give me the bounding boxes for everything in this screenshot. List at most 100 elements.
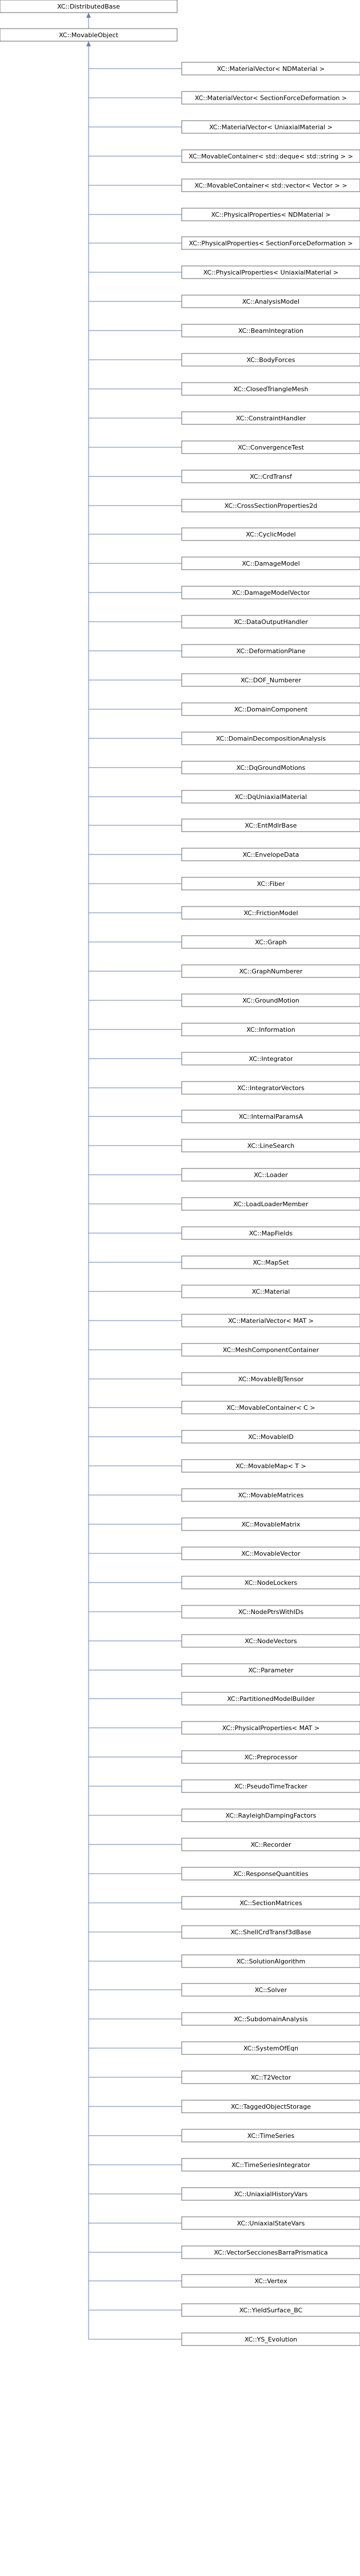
node-derived-class-label: XC::VectorSeccionesBarraPrismatica — [214, 2249, 327, 2256]
node-derived-class[interactable]: XC::MapFields — [181, 1226, 360, 1240]
node-derived-class[interactable]: XC::Solver — [181, 1983, 360, 1997]
node-derived-class[interactable]: XC::CrdTransf — [181, 470, 360, 483]
node-derived-class[interactable]: XC::BeamIntegration — [181, 324, 360, 337]
node-derived-class[interactable]: XC::Graph — [181, 935, 360, 949]
node-derived-class[interactable]: XC::IntegratorVectors — [181, 1081, 360, 1095]
node-derived-class[interactable]: XC::Recorder — [181, 1838, 360, 1851]
node-derived-class[interactable]: XC::Parameter — [181, 1663, 360, 1677]
node-derived-class[interactable]: XC::ConvergenceTest — [181, 440, 360, 454]
node-derived-class[interactable]: XC::T2Vector — [181, 2070, 360, 2084]
node-movable-object[interactable]: XC::MovableObject — [0, 28, 178, 42]
node-derived-class[interactable]: XC::Vertex — [181, 2274, 360, 2288]
node-derived-class-label: XC::SectionMatrices — [239, 1899, 302, 1907]
node-derived-class[interactable]: XC::FrictionModel — [181, 906, 360, 920]
node-derived-class-label: XC::MovableContainer< std::vector< Vecto… — [194, 182, 347, 189]
node-derived-class[interactable]: XC::SectionMatrices — [181, 1896, 360, 1910]
node-derived-class[interactable]: XC::MeshComponentContainer — [181, 1343, 360, 1357]
node-derived-class[interactable]: XC::DomainDecompositionAnalysis — [181, 732, 360, 745]
node-derived-class[interactable]: XC::MaterialVector< MAT > — [181, 1314, 360, 1327]
node-derived-class[interactable]: XC::PhysicalProperties< NDMaterial > — [181, 208, 360, 221]
node-derived-class[interactable]: XC::MovableContainer< std::deque< std::s… — [181, 149, 360, 163]
node-derived-class-label: XC::PhysicalProperties< SectionForceDefo… — [189, 240, 353, 247]
node-derived-class[interactable]: XC::MovableMap< T > — [181, 1459, 360, 1473]
node-derived-class-label: XC::Recorder — [250, 1841, 291, 1848]
node-derived-class[interactable]: XC::PhysicalProperties< SectionForceDefo… — [181, 236, 360, 250]
node-derived-class[interactable]: XC::Loader — [181, 1168, 360, 1182]
node-derived-class[interactable]: XC::DqUniaxialMaterial — [181, 790, 360, 804]
node-derived-class[interactable]: XC::Material — [181, 1285, 360, 1298]
node-derived-class[interactable]: XC::EnvelopeData — [181, 848, 360, 861]
node-derived-class[interactable]: XC::ConstraintHandler — [181, 411, 360, 425]
node-derived-class[interactable]: XC::PseudoTimeTracker — [181, 1779, 360, 1793]
node-derived-class[interactable]: XC::TimeSeries — [181, 2129, 360, 2142]
node-distributed-base[interactable]: XC::DistributedBase — [0, 0, 178, 13]
node-derived-class[interactable]: XC::ShellCrdTransf3dBase — [181, 1925, 360, 1939]
node-derived-class-label: XC::Material — [252, 1288, 290, 1295]
node-derived-class[interactable]: XC::PartitionedModelBuilder — [181, 1692, 360, 1706]
node-derived-class[interactable]: XC::DamageModelVector — [181, 586, 360, 599]
node-derived-class[interactable]: XC::SubdomainAnalysis — [181, 2012, 360, 2026]
node-derived-class-label: XC::MaterialVector< MAT > — [228, 1317, 314, 1325]
node-derived-class[interactable]: XC::CyclicModel — [181, 527, 360, 541]
node-derived-class-label: XC::T2Vector — [251, 2074, 291, 2081]
node-derived-class[interactable]: XC::NodeLockers — [181, 1576, 360, 1589]
node-derived-class[interactable]: XC::EntMdlrBase — [181, 818, 360, 832]
node-derived-class[interactable]: XC::RayleighDampingFactors — [181, 1808, 360, 1822]
node-derived-class[interactable]: XC::Fiber — [181, 877, 360, 891]
node-derived-class[interactable]: XC::YieldSurface_BC — [181, 2303, 360, 2317]
node-derived-class[interactable]: XC::VectorSeccionesBarraPrismatica — [181, 2245, 360, 2259]
node-derived-class[interactable]: XC::CrossSectionProperties2d — [181, 499, 360, 512]
node-derived-class[interactable]: XC::AnalysisModel — [181, 295, 360, 308]
node-derived-class[interactable]: XC::ResponseQuantities — [181, 1867, 360, 1881]
node-derived-class-label: XC::MapSet — [253, 1259, 289, 1266]
node-derived-class[interactable]: XC::DOF_Numberer — [181, 673, 360, 687]
node-derived-class[interactable]: XC::MovableVector — [181, 1547, 360, 1560]
node-derived-class[interactable]: XC::TimeSeriesIntegrator — [181, 2158, 360, 2172]
node-derived-class[interactable]: XC::LoadLoaderMember — [181, 1197, 360, 1211]
node-derived-class[interactable]: XC::TaggedObjectStorage — [181, 2100, 360, 2113]
node-derived-class[interactable]: XC::Information — [181, 1023, 360, 1036]
node-derived-class-label: XC::Parameter — [248, 1667, 294, 1674]
node-derived-class[interactable]: XC::DataOutputHandler — [181, 615, 360, 629]
arrowhead — [86, 41, 91, 46]
node-derived-class[interactable]: XC::DamageModel — [181, 556, 360, 570]
node-derived-class[interactable]: XC::MovableContainer< std::vector< Vecto… — [181, 178, 360, 192]
node-derived-class[interactable]: XC::MovableContainer< C > — [181, 1401, 360, 1414]
node-derived-class-label: XC::ClosedTriangleMesh — [234, 385, 309, 393]
node-derived-class[interactable]: XC::LineSearch — [181, 1139, 360, 1152]
node-derived-class-label: XC::MovableContainer< C > — [227, 1404, 315, 1412]
node-derived-class[interactable]: XC::MapSet — [181, 1255, 360, 1269]
node-derived-class[interactable]: XC::MaterialVector< UniaxialMaterial > — [181, 120, 360, 134]
node-derived-class[interactable]: XC::Integrator — [181, 1052, 360, 1066]
node-derived-class[interactable]: XC::PhysicalProperties< MAT > — [181, 1721, 360, 1735]
node-derived-class[interactable]: XC::YS_Evolution — [181, 2332, 360, 2346]
node-derived-class[interactable]: XC::ClosedTriangleMesh — [181, 382, 360, 396]
node-derived-class[interactable]: XC::MovableMatrices — [181, 1488, 360, 1502]
node-derived-class[interactable]: XC::BodyForces — [181, 353, 360, 367]
node-derived-class[interactable]: XC::PhysicalProperties< UniaxialMaterial… — [181, 265, 360, 279]
node-derived-class[interactable]: XC::MovableID — [181, 1430, 360, 1444]
node-derived-class[interactable]: XC::SystemOfEqn — [181, 2041, 360, 2055]
node-derived-class[interactable]: XC::MovableBJTensor — [181, 1372, 360, 1386]
node-derived-class[interactable]: XC::DeformationPlane — [181, 644, 360, 658]
node-derived-class-label: XC::NodePtrsWithIDs — [238, 1608, 303, 1616]
node-derived-class[interactable]: XC::GroundMotion — [181, 993, 360, 1007]
node-derived-class[interactable]: XC::SolutionAlgorithm — [181, 1954, 360, 1968]
node-derived-class-label: XC::CrdTransf — [250, 473, 293, 480]
node-derived-class[interactable]: XC::MaterialVector< SectionForceDeformat… — [181, 91, 360, 105]
node-derived-class[interactable]: XC::InternalParamsA — [181, 1110, 360, 1123]
node-derived-class[interactable]: XC::NodeVectors — [181, 1634, 360, 1648]
node-derived-class[interactable]: XC::UniaxialHistoryVars — [181, 2187, 360, 2201]
node-derived-class[interactable]: XC::Preprocessor — [181, 1750, 360, 1764]
node-derived-class[interactable]: XC::DomainComponent — [181, 702, 360, 716]
node-derived-class-label: XC::UniaxialStateVars — [237, 2220, 305, 2227]
node-derived-class[interactable]: XC::UniaxialStateVars — [181, 2216, 360, 2230]
node-derived-class[interactable]: XC::DqGroundMotions — [181, 761, 360, 774]
inheritance-edges — [86, 13, 182, 2340]
arrowhead — [86, 13, 91, 18]
node-derived-class[interactable]: XC::MovableMatrix — [181, 1517, 360, 1531]
node-derived-class[interactable]: XC::NodePtrsWithIDs — [181, 1605, 360, 1619]
node-derived-class[interactable]: XC::MaterialVector< NDMaterial > — [181, 62, 360, 75]
node-derived-class[interactable]: XC::GraphNumberer — [181, 964, 360, 978]
